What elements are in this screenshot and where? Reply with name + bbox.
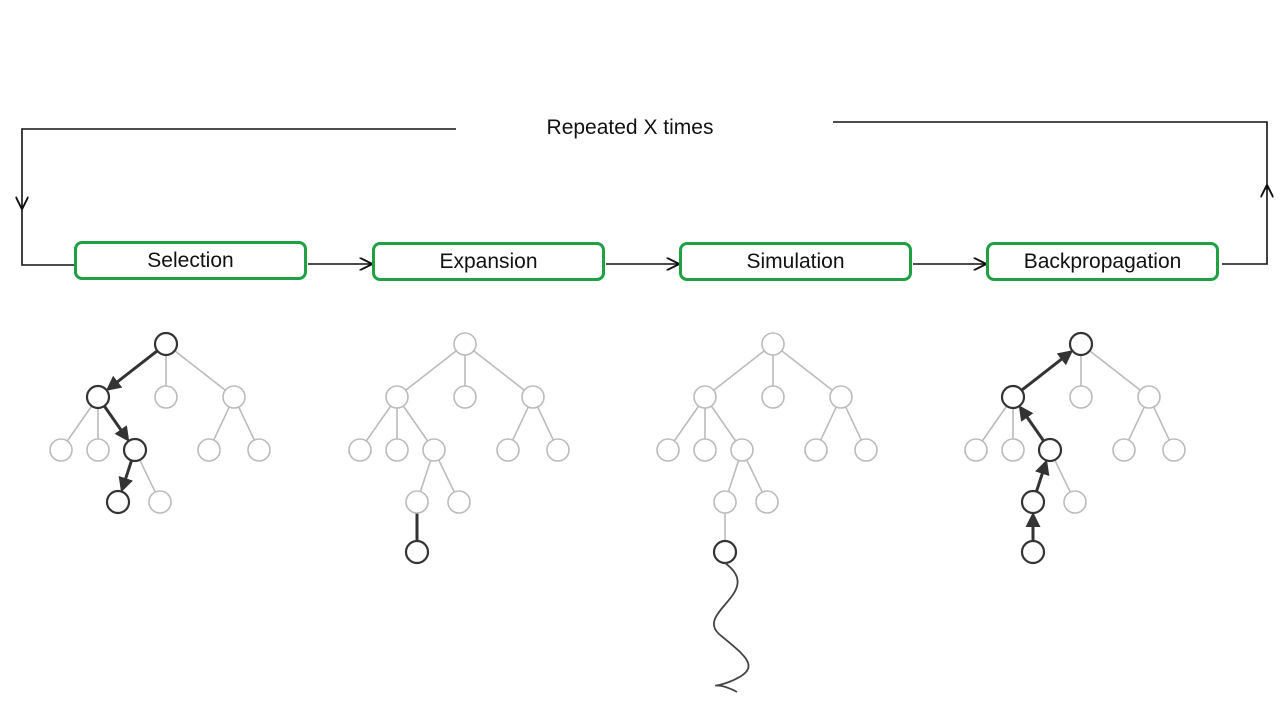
tree-node <box>1063 490 1087 514</box>
tree-expansion <box>348 332 570 565</box>
tree-node <box>85 384 111 410</box>
loop-line-right <box>1222 186 1267 265</box>
tree-node <box>1020 539 1046 565</box>
tree-edge <box>139 459 156 493</box>
tree-edge <box>405 350 457 391</box>
tree-edge <box>1152 406 1171 441</box>
tree-node <box>385 438 409 462</box>
tree-edge <box>118 459 134 493</box>
tree-edge <box>1018 405 1045 442</box>
loop-line-right-upper <box>833 121 1268 190</box>
tree-node <box>546 438 570 462</box>
tree-node <box>1112 438 1136 462</box>
tree-node <box>453 332 477 356</box>
tree-node <box>405 490 429 514</box>
phase-backpropagation-box: Backpropagation <box>986 242 1219 281</box>
tree-node <box>385 385 409 409</box>
tree-edge <box>105 349 159 391</box>
phase-simulation-box: Simulation <box>679 242 912 281</box>
simulation-rollout-path <box>712 562 750 693</box>
tree-edge <box>819 406 838 441</box>
tree-node <box>1137 385 1161 409</box>
tree-node <box>521 385 545 409</box>
tree-edge <box>365 405 392 442</box>
tree-node <box>197 438 221 462</box>
tree-edge <box>438 459 455 493</box>
tree-edge <box>727 460 740 492</box>
phase-selection-box: Selection <box>74 241 307 280</box>
loop-line-left <box>22 128 456 208</box>
tree-node <box>1037 437 1063 463</box>
tree-edge <box>511 406 530 441</box>
tree-edge <box>402 405 429 442</box>
tree-edge <box>844 406 863 441</box>
tree-node <box>348 438 372 462</box>
tree-node <box>761 332 785 356</box>
tree-edge <box>212 406 231 441</box>
tree-node <box>153 331 179 357</box>
tree-simulation <box>656 332 878 693</box>
tree-edge <box>103 405 130 442</box>
tree-node <box>1068 331 1094 357</box>
tree-node <box>964 438 988 462</box>
tree-edge <box>673 405 700 442</box>
tree-node <box>49 438 73 462</box>
tree-edge <box>746 459 763 493</box>
tree-node <box>496 438 520 462</box>
tree-edge <box>1020 350 1074 392</box>
tree-node <box>105 489 131 515</box>
tree-node <box>1020 489 1046 515</box>
tree-node <box>404 539 430 565</box>
tree-node <box>693 438 717 462</box>
tree-node <box>1000 384 1026 410</box>
tree-edge <box>419 460 432 492</box>
tree-edge <box>713 350 765 391</box>
tree-node <box>453 385 477 409</box>
tree-node <box>712 539 738 565</box>
tree-node <box>422 438 446 462</box>
tree-node <box>86 438 110 462</box>
tree-node <box>730 438 754 462</box>
tree-node <box>122 437 148 463</box>
tree-node <box>247 438 271 462</box>
loop-line-left-lower <box>21 208 74 266</box>
tree-edge <box>981 405 1008 442</box>
tree-edge <box>174 350 226 391</box>
tree-node <box>713 490 737 514</box>
tree-edge <box>1089 350 1141 391</box>
tree-node <box>761 385 785 409</box>
tree-backpropagation <box>964 331 1186 565</box>
tree-edge <box>781 350 833 391</box>
tree-edge <box>237 406 256 441</box>
tree-edge <box>710 405 737 442</box>
loop-label: Repeated X times <box>546 116 714 139</box>
tree-node <box>755 490 779 514</box>
trees <box>49 331 1186 693</box>
tree-node <box>693 385 717 409</box>
tree-node <box>1162 438 1186 462</box>
tree-edge <box>66 405 93 442</box>
tree-edge <box>1127 406 1146 441</box>
tree-node <box>447 490 471 514</box>
tree-edge <box>1034 459 1050 493</box>
tree-edge <box>1054 459 1071 493</box>
tree-node <box>154 385 178 409</box>
tree-node <box>829 385 853 409</box>
tree-node <box>1001 438 1025 462</box>
tree-node <box>222 385 246 409</box>
tree-node <box>854 438 878 462</box>
tree-node <box>656 438 680 462</box>
tree-node <box>804 438 828 462</box>
tree-edge <box>536 406 555 441</box>
tree-node <box>1069 385 1093 409</box>
tree-selection <box>49 331 271 515</box>
tree-node <box>148 490 172 514</box>
phase-expansion-box: Expansion <box>372 242 605 281</box>
tree-edge <box>473 350 525 391</box>
